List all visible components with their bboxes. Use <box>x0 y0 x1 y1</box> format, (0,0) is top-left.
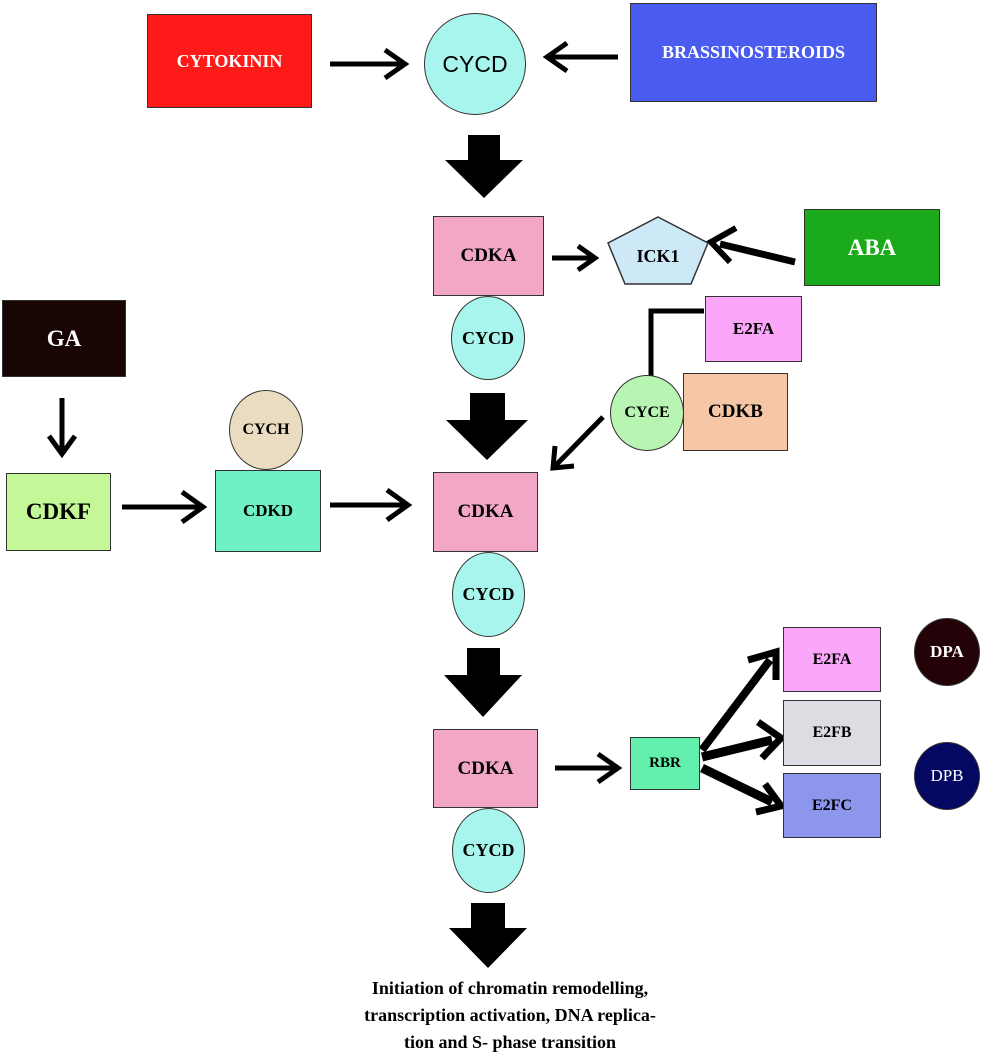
dpb-circle: DPB <box>914 742 980 810</box>
aba-label: ABA <box>847 234 897 260</box>
block-arrow-2 <box>446 393 528 460</box>
cych-circle: CYCH <box>229 390 303 470</box>
e2fa-lower-box: E2FA <box>783 627 881 692</box>
arrow-rbr-to-e2fa <box>698 647 780 753</box>
arrow-cdkd-to-cdka <box>330 487 413 523</box>
e2fb-box: E2FB <box>783 700 881 766</box>
arrow-cdka-to-ick1 <box>552 243 600 273</box>
cycd-top-circle: CYCD <box>424 13 526 115</box>
arrow-aba-to-ick1 <box>706 225 796 266</box>
e2fa-lower-label: E2FA <box>812 650 852 668</box>
arrow-brassinosteroids-to-cycd <box>542 40 618 74</box>
arrow-cytokinin-to-cycd <box>330 47 410 81</box>
e2fa-upper-label: E2FA <box>732 319 775 338</box>
cytokinin-label: CYTOKININ <box>176 50 283 71</box>
cdka-box-2: CDKA <box>433 472 538 552</box>
e2fc-box: E2FC <box>783 773 881 838</box>
cycd-label-1: CYCD <box>462 327 514 348</box>
cdkd-label: CDKD <box>242 501 294 520</box>
e2fa-upper-box: E2FA <box>705 296 802 362</box>
dpa-circle: DPA <box>914 618 980 686</box>
block-arrow-3 <box>444 648 522 717</box>
rbr-box: RBR <box>630 737 700 790</box>
ick1-pentagon: ICK1 <box>606 216 710 286</box>
cdkf-box: CDKF <box>6 473 111 551</box>
block-arrow-4 <box>449 903 527 968</box>
cytokinin-box: CYTOKININ <box>147 14 312 108</box>
e2fb-label: E2FB <box>812 724 852 741</box>
cdkb-box: CDKB <box>683 373 788 451</box>
cyce-label: CYCE <box>624 404 670 421</box>
arrow-cdkf-to-cdkd <box>122 489 208 525</box>
cycd-top-label: CYCD <box>442 50 508 77</box>
ick1-shape <box>607 216 709 285</box>
outcome-text: Initiation of chromatin remodelling, tra… <box>364 978 656 1052</box>
cycd-circle-2: CYCD <box>452 552 525 637</box>
cdka-box-3: CDKA <box>433 729 538 808</box>
cdka-label-3: CDKA <box>457 757 514 779</box>
dpb-label: DPB <box>930 766 964 785</box>
arrow-cyce-to-cdka <box>550 415 605 471</box>
arrow-ga-to-cdkf <box>46 398 78 459</box>
cycd-circle-3: CYCD <box>452 808 525 893</box>
ick1-label: ICK1 <box>636 245 680 266</box>
cych-label: CYCH <box>242 421 290 438</box>
cycd-label-3: CYCD <box>462 840 515 860</box>
cdkd-box: CDKD <box>215 470 321 552</box>
cdka-label-1: CDKA <box>460 245 517 266</box>
arrow-rbr-to-e2fc <box>700 763 787 816</box>
e2fc-label: E2FC <box>812 796 852 814</box>
dpa-label: DPA <box>930 642 964 661</box>
brassinosteroids-box: BRASSINOSTEROIDS <box>630 3 877 102</box>
brassinosteroids-label: BRASSINOSTEROIDS <box>661 42 846 62</box>
block-arrow-1 <box>445 135 523 198</box>
cdka-box-1: CDKA <box>433 216 544 296</box>
aba-box: ABA <box>804 209 940 286</box>
cyce-circle: CYCE <box>610 375 684 451</box>
arrow-cdka-to-rbr <box>555 751 623 785</box>
cdka-label-2: CDKA <box>457 501 514 522</box>
cdkb-label: CDKB <box>708 401 763 422</box>
rbr-label: RBR <box>649 755 681 771</box>
cycd-circle-1: CYCD <box>451 296 525 380</box>
cdkf-label: CDKF <box>25 499 92 524</box>
cycd-label-2: CYCD <box>462 584 515 604</box>
ga-box: GA <box>2 300 126 377</box>
connector-e2fa-cyce <box>648 308 704 378</box>
ga-label: GA <box>46 325 82 351</box>
arrow-rbr-to-e2fb <box>700 719 787 762</box>
